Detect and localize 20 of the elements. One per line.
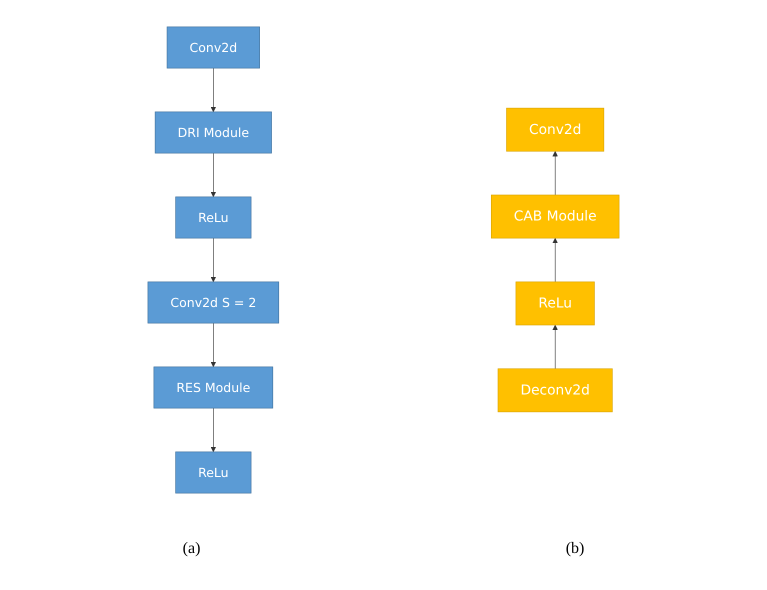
process-box: ReLu <box>175 196 252 238</box>
arrow <box>552 324 558 370</box>
process-box: DRI Module <box>154 112 272 154</box>
panel-label: (a) <box>182 540 200 558</box>
arrow <box>552 238 558 282</box>
arrow <box>552 151 558 196</box>
process-box: Conv2d <box>166 26 260 68</box>
process-box: Deconv2d <box>498 368 613 412</box>
arrow <box>210 322 216 368</box>
process-box: Conv2d S = 2 <box>148 282 280 324</box>
arrow <box>210 68 216 112</box>
process-box: ReLu <box>175 452 252 494</box>
process-box: Conv2d <box>506 108 604 152</box>
arrow <box>210 408 216 452</box>
process-box: CAB Module <box>490 194 620 238</box>
process-box: RES Module <box>154 366 274 408</box>
arrow <box>210 152 216 198</box>
panel-label: (b) <box>566 540 584 558</box>
process-box: ReLu <box>516 282 595 326</box>
arrow <box>210 238 216 282</box>
